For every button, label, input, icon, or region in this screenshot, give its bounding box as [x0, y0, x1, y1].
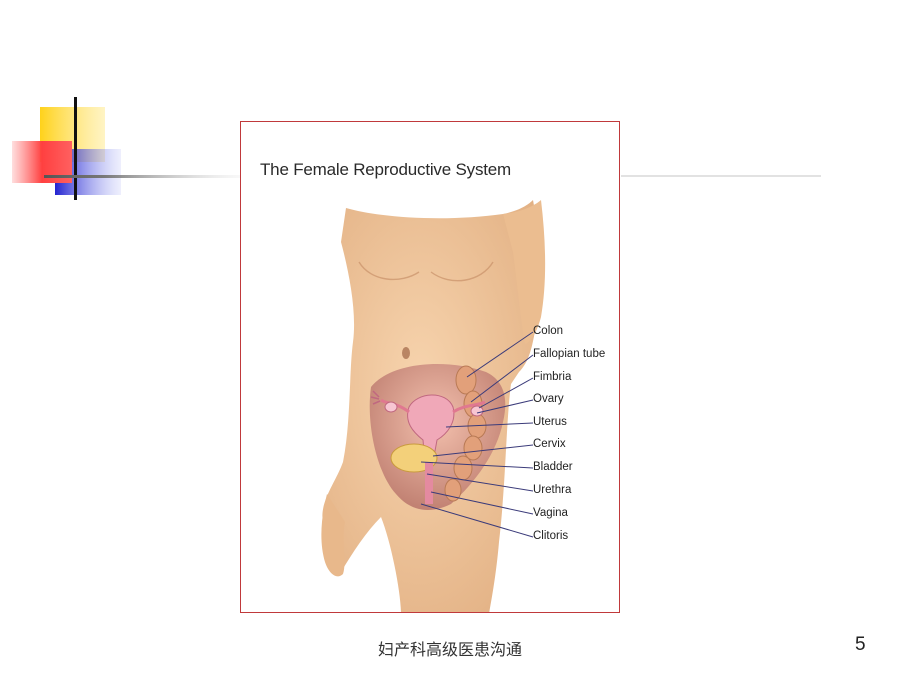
label-bladder: Bladder: [533, 461, 573, 473]
deco-horizontal-line-right: [621, 175, 821, 177]
label-fimbria: Fimbria: [533, 371, 572, 383]
slide-footer: 妇产科高级医患沟通: [377, 640, 522, 659]
deco-horizontal-line: [44, 175, 240, 178]
leader-lines: [420, 331, 534, 538]
fimbria: [370, 390, 381, 405]
slide-corner-decoration: [12, 97, 821, 200]
vagina: [425, 462, 433, 504]
right-arm: [503, 200, 546, 344]
deco-vertical-line: [74, 97, 77, 200]
label-colon: Colon: [533, 325, 564, 337]
anatomy-figure: The Female Reproductive System Colon Fal…: [240, 121, 620, 613]
label-fallopian-tube: Fallopian tube: [533, 348, 606, 360]
label-vagina: Vagina: [533, 507, 568, 519]
figure-title: The Female Reproductive System: [260, 160, 511, 179]
label-clitoris: Clitoris: [533, 530, 569, 542]
label-cervix: Cervix: [533, 438, 566, 450]
label-uterus: Uterus: [533, 416, 567, 428]
female-torso-illustration: [321, 200, 546, 612]
page-number: 5: [855, 634, 866, 655]
navel: [402, 347, 410, 359]
label-urethra: Urethra: [533, 484, 572, 496]
ovary: [384, 401, 398, 413]
left-hand: [321, 494, 345, 577]
label-ovary: Ovary: [533, 393, 564, 405]
uterus: [407, 394, 455, 463]
